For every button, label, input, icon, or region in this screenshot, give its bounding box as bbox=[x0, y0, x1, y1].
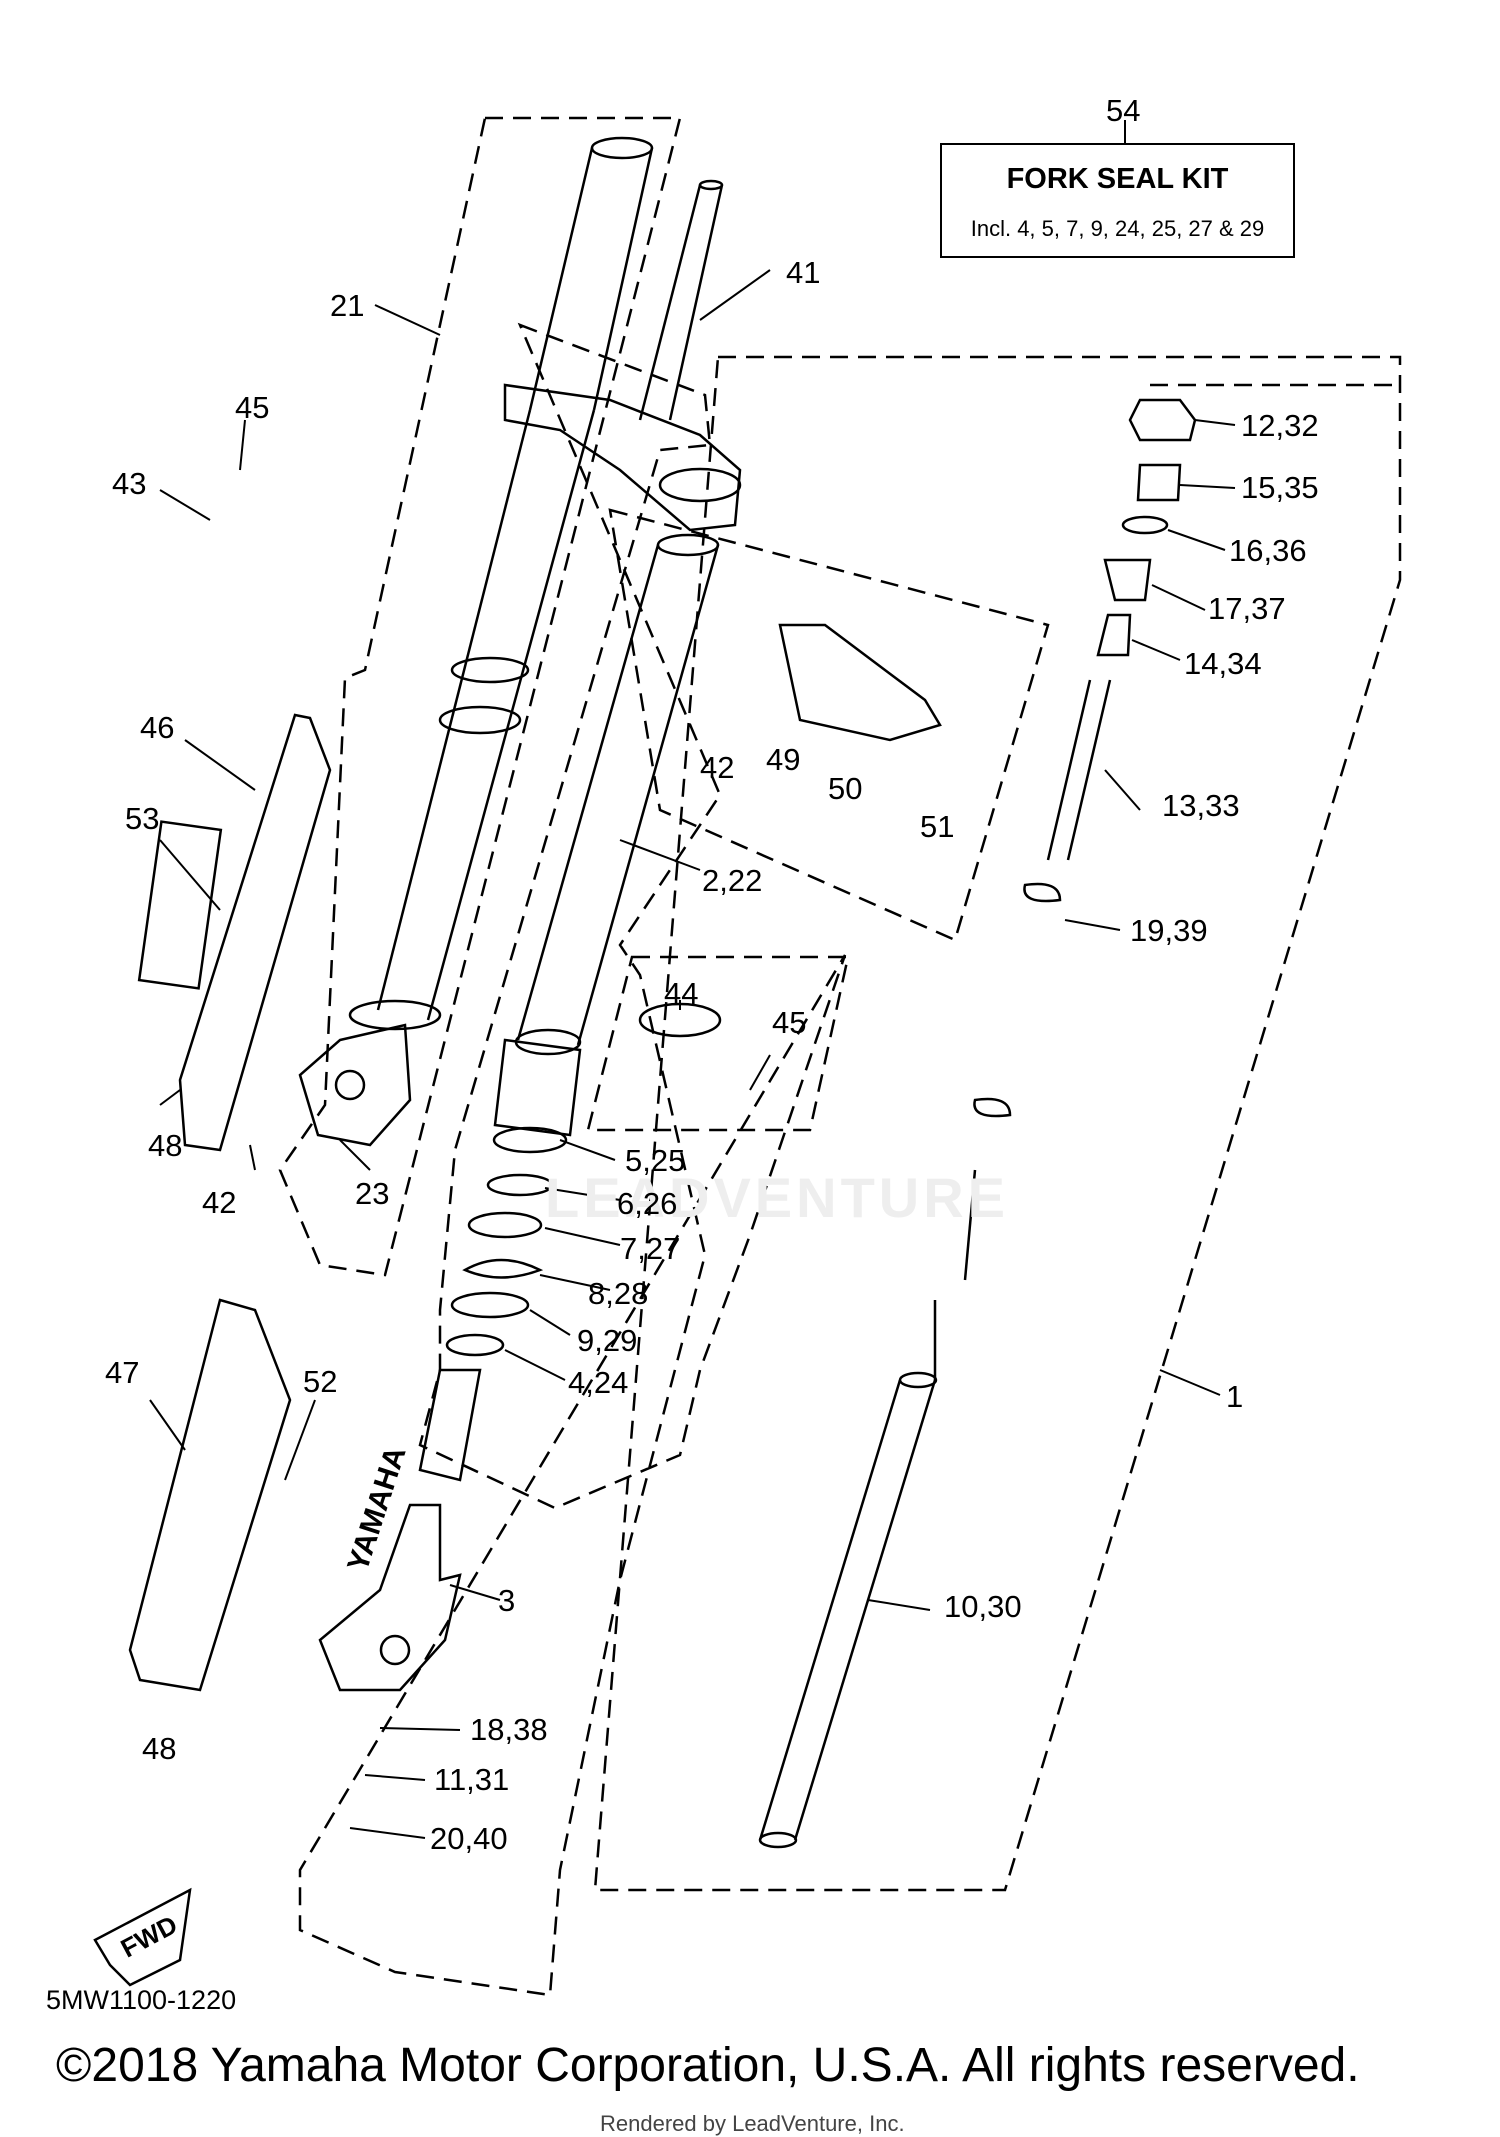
callout-48a: 48 bbox=[148, 1128, 183, 1163]
callout-44: 44 bbox=[664, 976, 699, 1011]
cartridge-group-outline bbox=[593, 355, 1402, 1892]
clamp-group-outline bbox=[586, 955, 850, 1132]
callout-21: 21 bbox=[330, 288, 365, 323]
fork-seal-kit-box: FORK SEAL KIT Incl. 4, 5, 7, 9, 24, 25, … bbox=[940, 143, 1295, 258]
callout-53: 53 bbox=[125, 801, 160, 836]
inner-tube-group-outline bbox=[298, 322, 847, 1997]
brand-decal-text: YAMAHA bbox=[341, 1443, 412, 1576]
callout-17-37: 17,37 bbox=[1208, 591, 1286, 626]
callout-42a: 42 bbox=[202, 1185, 237, 1220]
lower-fork-outer bbox=[318, 1503, 462, 1692]
callout-19-39: 19,39 bbox=[1130, 913, 1208, 948]
callout-13-33: 13,33 bbox=[1162, 788, 1240, 823]
callout-46: 46 bbox=[140, 710, 175, 745]
callout-43: 43 bbox=[112, 466, 147, 501]
kit-contents: Incl. 4, 5, 7, 9, 24, 25, 27 & 29 bbox=[970, 216, 1265, 241]
seal-stack bbox=[418, 1126, 568, 1482]
callout-1: 1 bbox=[1226, 1379, 1244, 1414]
callout-15-35: 15,35 bbox=[1241, 470, 1319, 505]
fwd-label: FWD bbox=[116, 1909, 182, 1963]
fwd-arrow-shape bbox=[93, 1887, 192, 1987]
callout-12-32: 12,32 bbox=[1241, 408, 1319, 443]
upper-tube-group-outline bbox=[278, 116, 682, 1277]
upper-fork-tube bbox=[298, 136, 654, 1147]
diagram-code: 5MW1100-1220 bbox=[46, 1985, 237, 2015]
guard-decal-upper bbox=[137, 820, 223, 990]
callout-4-24: 4,24 bbox=[568, 1365, 629, 1400]
callout-10-30: 10,30 bbox=[944, 1589, 1022, 1624]
callout-18-38: 18,38 bbox=[470, 1712, 548, 1747]
fork-guard-lower bbox=[128, 1298, 292, 1692]
callout-42b: 42 bbox=[700, 750, 735, 785]
watermark: LEADVENTURE bbox=[545, 1166, 1010, 1229]
callout-2-22: 2,22 bbox=[702, 863, 763, 898]
callout-48b: 48 bbox=[142, 1731, 177, 1766]
triple-clamp bbox=[503, 179, 742, 532]
callout-3: 3 bbox=[498, 1583, 516, 1618]
callout-50: 50 bbox=[828, 771, 863, 806]
callout-54: 54 bbox=[1106, 93, 1141, 128]
inner-fork-tube bbox=[493, 533, 720, 1137]
callout-49: 49 bbox=[766, 742, 801, 777]
callout-7-27: 7,27 bbox=[620, 1231, 681, 1266]
callout-20-40: 20,40 bbox=[430, 1821, 508, 1856]
fork-guard-upper bbox=[178, 713, 332, 1152]
callout-47: 47 bbox=[105, 1355, 140, 1390]
callout-9-29: 9,29 bbox=[577, 1323, 638, 1358]
callout-45a: 45 bbox=[235, 390, 270, 425]
copyright-notice: ©2018 Yamaha Motor Corporation, U.S.A. A… bbox=[56, 2039, 1360, 2092]
callout-16-36: 16,36 bbox=[1229, 533, 1307, 568]
sensor-group-outline bbox=[608, 508, 1050, 942]
rendered-by-credit: Rendered by LeadVenture, Inc. bbox=[600, 2111, 905, 2136]
damper-cartridge bbox=[758, 398, 1197, 1849]
callout-5-25: 5,25 bbox=[625, 1143, 686, 1178]
callout-8-28: 8,28 bbox=[588, 1276, 649, 1311]
sensor-bracket bbox=[778, 623, 942, 742]
callout-45b: 45 bbox=[772, 1005, 807, 1040]
kit-title: FORK SEAL KIT bbox=[1006, 163, 1229, 195]
callout-6-26: 6,26 bbox=[617, 1186, 678, 1221]
callout-11-31: 11,31 bbox=[434, 1762, 510, 1797]
callout-41: 41 bbox=[786, 255, 821, 290]
callout-52: 52 bbox=[303, 1364, 338, 1399]
callout-14-34: 14,34 bbox=[1184, 646, 1262, 681]
callout-23: 23 bbox=[355, 1176, 390, 1211]
callout-51: 51 bbox=[920, 809, 955, 844]
